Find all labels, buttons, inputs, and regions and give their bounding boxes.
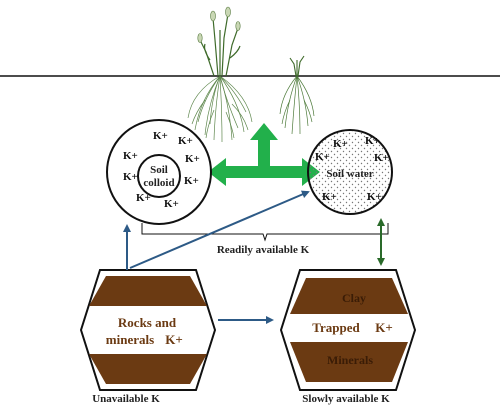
soil-colloid-inner-circle — [137, 154, 181, 198]
colloid-k-ion: K+ — [123, 171, 138, 183]
soil-colloid-label-line1: Soil — [150, 164, 168, 176]
clay-label: Clay — [342, 291, 366, 305]
clay-top-band — [290, 278, 408, 314]
rocks-k-ion: K+ — [165, 332, 183, 347]
water-k-ion: K+ — [315, 151, 330, 163]
colloid-k-ion: K+ — [185, 153, 200, 165]
plant-left-icon — [187, 6, 253, 143]
colloid-k-ion: K+ — [123, 150, 138, 162]
colloid-k-ion: K+ — [184, 175, 199, 187]
readily-available-bracket — [141, 223, 389, 242]
soil-colloid-label-line2: colloid — [143, 177, 174, 189]
trapped-label: Trapped — [312, 320, 360, 335]
water-k-ion: K+ — [333, 138, 348, 150]
rocks-bottom-band — [89, 354, 207, 384]
rocks-text-line1: Rocks and — [118, 315, 177, 330]
readily-available-label: Readily available K — [217, 244, 310, 256]
soil-water-label: Soil water — [326, 168, 373, 180]
minerals-label: Minerals — [327, 353, 373, 367]
clay-bottom-band — [290, 342, 408, 382]
plant-right-icon — [279, 55, 315, 135]
colloid-k-ion: K+ — [178, 135, 193, 147]
trapped-k-ion: K+ — [375, 320, 393, 335]
water-k-ion: K+ — [365, 135, 380, 147]
unavailable-k-caption: Unavailable K — [92, 393, 160, 405]
green-uptake-arrow — [208, 123, 320, 186]
water-k-ion: K+ — [374, 152, 389, 164]
rocks-top-band — [89, 276, 207, 306]
rocks-to-water-arrow — [129, 190, 310, 269]
rocks-text-line2: minerals — [106, 332, 154, 347]
water-k-ion: K+ — [367, 191, 382, 203]
colloid-k-ion: K+ — [153, 130, 168, 142]
colloid-k-ion: K+ — [164, 198, 179, 210]
water-k-ion: K+ — [322, 191, 337, 203]
soil-water-circle — [307, 129, 393, 215]
colloid-k-ion: K+ — [136, 192, 151, 204]
slowly-available-k-caption: Slowly available K — [302, 393, 390, 405]
